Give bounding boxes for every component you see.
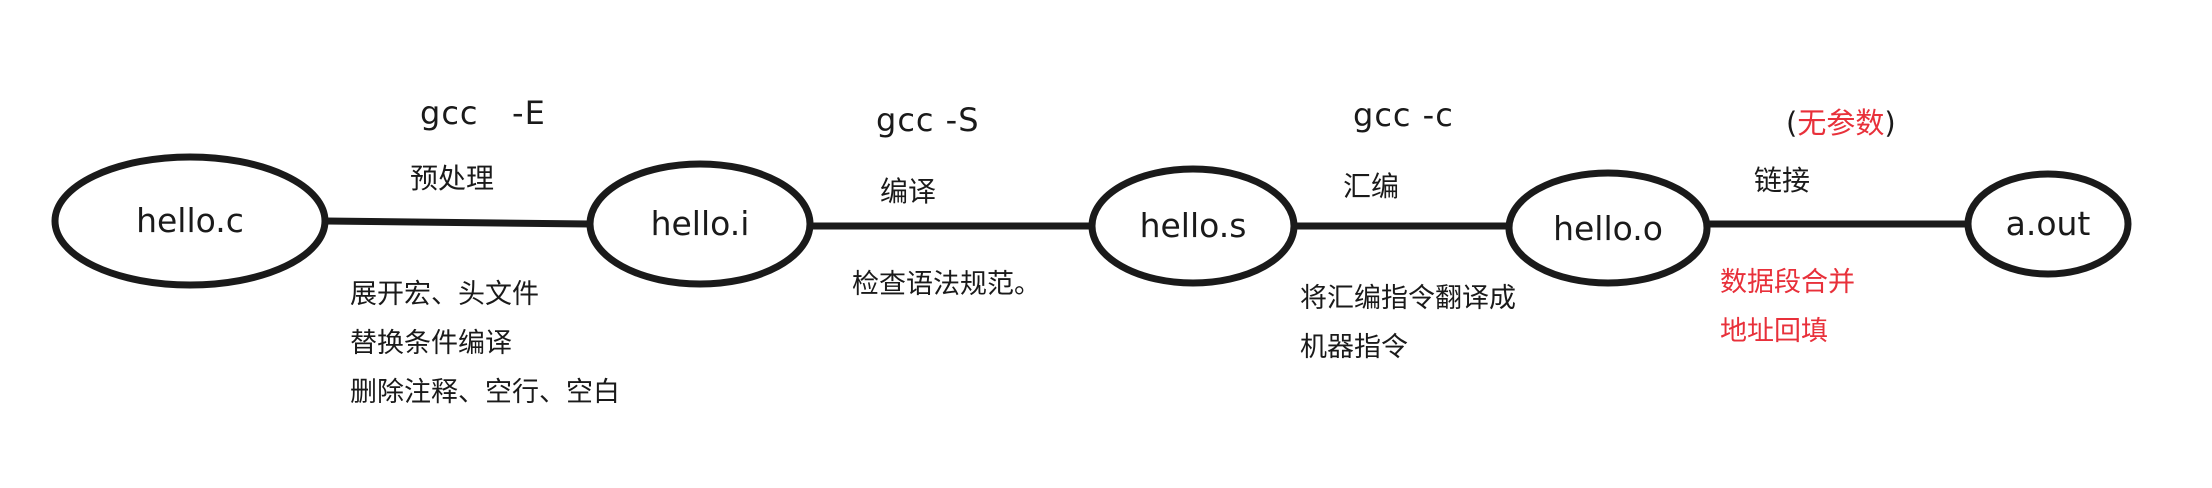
edge-c-to-i	[325, 217, 591, 228]
stage-2-command: gcc -S	[876, 101, 980, 139]
stage-4-name: 链接	[1754, 164, 1811, 197]
stage-4-command: (无参数)	[1786, 106, 1896, 140]
stage-4-paren-open: (	[1786, 106, 1798, 140]
node-label: a.out	[2006, 204, 2091, 243]
node-label: hello.c	[136, 201, 244, 240]
stage-4-note: 数据段合并	[1720, 267, 1855, 298]
stage-1-note: 展开宏、头文件	[350, 279, 539, 310]
node-hello-s: hello.s	[1088, 165, 1298, 287]
stage-3-note: 将汇编指令翻译成	[1300, 283, 1516, 314]
stage-2-note: 检查语法规范。	[852, 269, 1041, 300]
node-label: hello.i	[651, 204, 750, 243]
stage-1-name: 预处理	[410, 162, 495, 195]
stage-1-note: 替换条件编译	[350, 328, 512, 359]
stage-4-paren-close: )	[1884, 106, 1896, 140]
stage-2-name: 编译	[880, 175, 937, 208]
stage-3-name: 汇编	[1343, 170, 1400, 203]
stage-4-command-text: 无参数	[1797, 106, 1885, 140]
node-hello-i: hello.i	[586, 160, 814, 288]
stage-1-command: gcc -E	[420, 94, 546, 132]
node-hello-c: hello.c	[51, 153, 329, 289]
stage-1-notes: 展开宏、头文件 替换条件编译 删除注释、空行、空白	[350, 270, 620, 417]
node-label: hello.s	[1140, 206, 1247, 245]
stage-3-note: 机器指令	[1300, 332, 1408, 363]
stage-4-note: 地址回填	[1720, 316, 1828, 347]
stage-3-command: gcc -c	[1353, 96, 1454, 134]
node-label: hello.o	[1553, 209, 1663, 248]
stage-3-notes: 将汇编指令翻译成 机器指令	[1300, 274, 1516, 372]
stage-4-notes: 数据段合并 地址回填	[1720, 258, 1855, 356]
node-hello-o: hello.o	[1505, 169, 1711, 287]
stage-1-note: 删除注释、空行、空白	[350, 377, 620, 408]
node-a-out: a.out	[1964, 170, 2132, 278]
